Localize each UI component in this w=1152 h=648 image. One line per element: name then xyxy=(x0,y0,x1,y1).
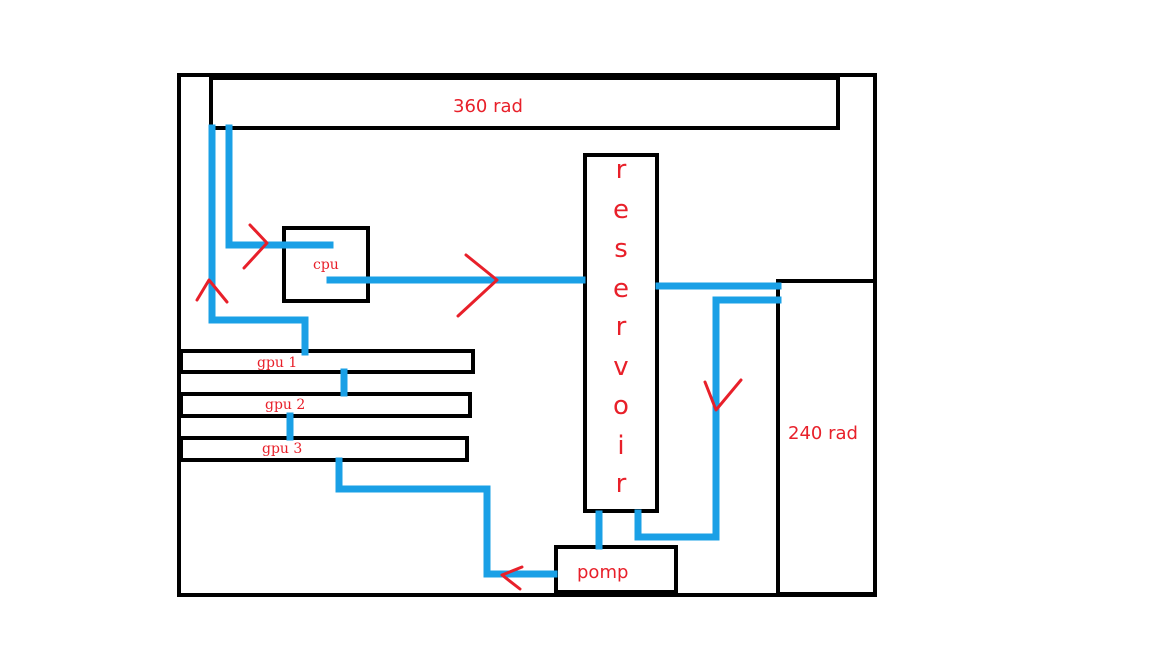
gpu-2-label: gpu 2 xyxy=(265,397,305,413)
cpu-label: cpu xyxy=(313,257,339,273)
reservoir-letter: r xyxy=(616,469,627,499)
case-outline xyxy=(177,73,877,597)
reservoir xyxy=(583,153,659,513)
gpu-3 xyxy=(179,436,469,462)
reservoir-letter: v xyxy=(613,352,628,382)
tube-rad-to-cpu xyxy=(225,124,334,249)
radiator-360-label: 360 rad xyxy=(453,96,523,117)
gpu-2 xyxy=(179,392,472,418)
tube-rad240-to-reservoir xyxy=(634,296,782,541)
radiator-240 xyxy=(776,279,877,596)
gpu-3-label: gpu 3 xyxy=(262,441,302,457)
flow-arrow-icon xyxy=(195,278,229,304)
reservoir-letter: e xyxy=(613,195,629,225)
radiator-360 xyxy=(209,76,840,130)
pump xyxy=(554,545,678,594)
gpu-1 xyxy=(179,349,475,374)
reservoir-letter: e xyxy=(613,274,629,304)
reservoir-letter: r xyxy=(616,312,627,342)
flow-arrow-icon xyxy=(242,223,269,270)
pump-label: pomp xyxy=(577,562,628,583)
reservoir-letter: i xyxy=(617,431,624,461)
reservoir-letter: r xyxy=(616,155,627,185)
reservoir-letter: o xyxy=(613,391,629,421)
reservoir-letter: s xyxy=(614,234,628,264)
radiator-240-label: 240 rad xyxy=(788,423,858,444)
flow-arrow-icon xyxy=(456,253,499,318)
flow-arrow-icon xyxy=(703,378,743,412)
cpu-block xyxy=(282,226,370,303)
gpu-1-label: gpu 1 xyxy=(257,355,297,371)
tube-gpu3-to-pump xyxy=(335,457,558,578)
flow-arrow-icon xyxy=(500,565,524,591)
tube-rad-to-gpu xyxy=(208,124,309,356)
